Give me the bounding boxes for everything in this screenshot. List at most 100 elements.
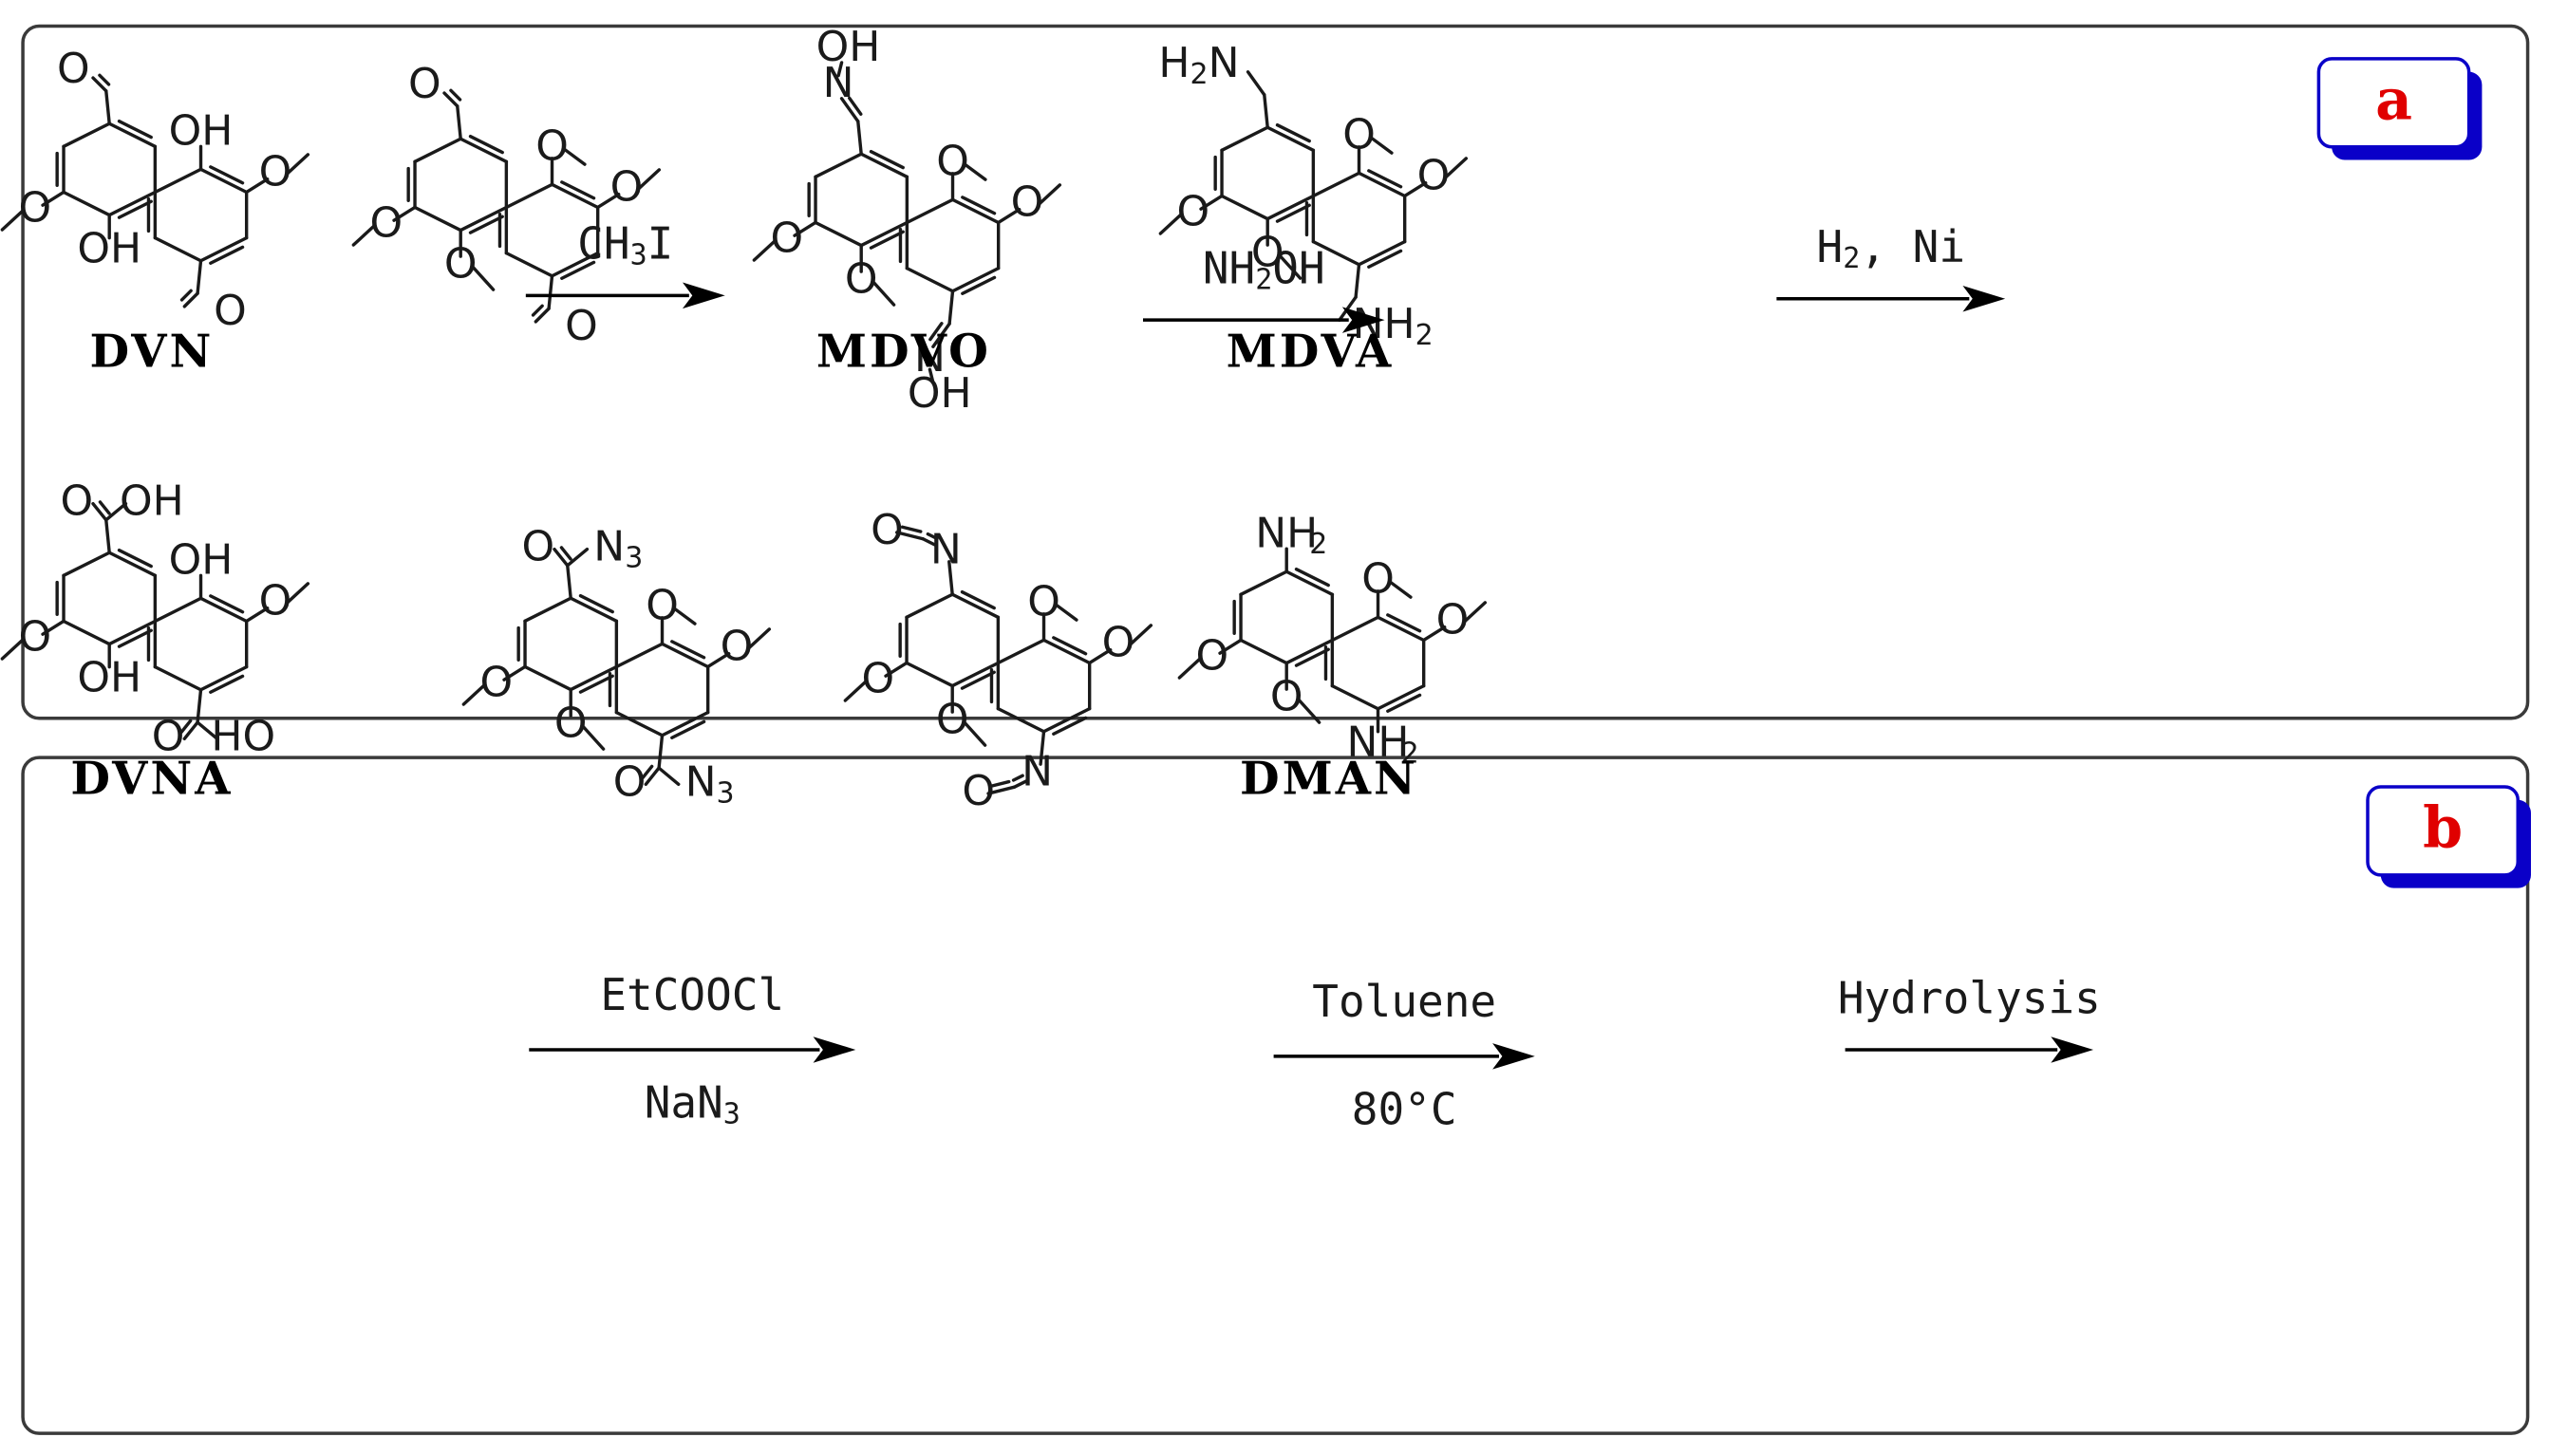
reagent-above-part: CH xyxy=(577,217,629,269)
compound-1-2-ring-b-bond xyxy=(1041,706,1092,734)
compound-1-2-b-bottom-nc-bond xyxy=(1012,778,1030,789)
compound-0-2-b-bottom-imine xyxy=(928,322,944,342)
compound-1-1-ring-b-bond xyxy=(670,719,706,739)
compound-0-2-a-top-imine xyxy=(848,96,863,116)
compound-1-3-b-right-methyl xyxy=(1462,601,1488,625)
compound-1-1-ring-a-bond xyxy=(578,674,614,694)
compound-0-1-ring-a-bond xyxy=(468,215,504,234)
compound-0-1-b-right-methyl xyxy=(636,168,662,192)
compound-1-1-a-top-bond xyxy=(566,564,572,600)
compound-1-1-a-left-bond xyxy=(502,664,527,681)
compound-0-2-a-top-imine xyxy=(839,97,860,123)
compound-0-3-b-top-methyl xyxy=(1368,135,1394,155)
compound-1-1-b-top-methyl xyxy=(671,606,697,625)
compound-0-0-b-bottom-bond xyxy=(196,259,203,295)
compound-0-1-a-bottom-atom: O xyxy=(444,239,478,288)
compound-1-2-ring-b-bond xyxy=(996,638,1046,665)
compound-1-3-ring-a-bond xyxy=(1239,638,1288,665)
compound-0-3-ring-a-bond xyxy=(1220,194,1269,221)
compound-1-0-a-top-atom: O xyxy=(60,477,93,526)
compound-name: DVNA xyxy=(70,753,233,806)
reaction-arrow: NH2OH xyxy=(1143,242,1385,333)
compound-0-0-b-bottom-carbonyl xyxy=(182,291,199,308)
compound-0-3-a-top-h: H xyxy=(1158,39,1190,87)
compound-0-3-a-top-n: N xyxy=(1209,39,1240,87)
compound-0-2-ring-a-bond xyxy=(869,230,905,250)
compound-0-1-ring-b-bond xyxy=(560,260,596,280)
reagent-above-part: Hydrolysis xyxy=(1838,972,2101,1023)
compound-name: MDVO xyxy=(816,326,991,379)
compound-1-0-ring-b-bond xyxy=(209,674,245,694)
reagent-above: Toluene xyxy=(1312,975,1496,1026)
compound-0-3-b-bottom-atom: NH2 xyxy=(1353,300,1434,352)
compound-0-1-b-top-atom: O xyxy=(535,122,569,171)
reagent-above-part: 2 xyxy=(1255,263,1272,296)
compound-1-3-b-right-bond xyxy=(1421,625,1447,643)
compound-0-1-a-top-carbonyl xyxy=(449,88,462,102)
compound-0-1-a-left-methyl xyxy=(351,223,377,247)
compound-0-3-a-top-ch2 xyxy=(1246,70,1266,97)
compound-0-2-b-bottom-hydroxyl: OH xyxy=(908,369,972,418)
compound-1-2-b-right-atom: O xyxy=(1102,619,1135,667)
compound-0-1-b-right-bond xyxy=(595,193,621,210)
compound-1-1-ring-a-bond xyxy=(523,596,572,624)
compound-1-1-ring-a-bond xyxy=(569,596,619,624)
compound-1-0-b-right-bond xyxy=(244,607,270,624)
compound-0-1-ring-a-bond xyxy=(413,137,462,164)
compound-0-2-a-top-hydroxyl: OH xyxy=(816,23,881,71)
compound-0-2-ring-a-bond xyxy=(869,149,905,170)
compound-1-3-a-top-subscript: 2 xyxy=(1309,528,1327,561)
compound-0-1-a-bottom-methyl xyxy=(470,264,496,291)
compound-0-0-a-left-methyl xyxy=(0,208,26,232)
compound-0-2-a-bottom-methyl xyxy=(871,279,896,307)
compound-0-1-a-top-carbonyl xyxy=(442,91,459,108)
panel-frame xyxy=(21,24,2530,720)
compound-1-2-ring-b-bond xyxy=(996,706,1046,734)
compound-0-1-ring-a-bond xyxy=(459,137,509,164)
compound-1-1-b-right-atom: O xyxy=(721,623,754,671)
compound-0-0-ring-b-bond xyxy=(153,167,203,195)
compound-name: DVN xyxy=(89,326,214,379)
compound-1-3-ring-a-bond xyxy=(1239,569,1288,597)
compound-1-1-b-right-bond xyxy=(705,652,731,669)
compound-0-2-b-right-atom: O xyxy=(1011,178,1044,227)
compound-1-1-b-bottom-atom: O xyxy=(613,757,647,806)
panel-a: aOOOHOHOODVNOOOOOONOHOOOONOHMDVOH2NOOOON… xyxy=(0,23,2530,720)
compound-1-3-a-left-methyl xyxy=(1177,656,1203,680)
compound-0-1-b-top-methyl xyxy=(561,146,587,166)
compound-1-3-ring-a-bond xyxy=(1284,569,1335,597)
reagent-below-part: 80°C xyxy=(1352,1083,1457,1134)
compound-0-3-ring-b-bond xyxy=(1357,171,1407,198)
compound-0-3-ring-b-bond xyxy=(1357,239,1407,267)
compound-1-2-ring-b-bond xyxy=(1052,716,1088,736)
compound-0-1-b-bottom-bond xyxy=(547,274,554,310)
compound-0-2-ring-b-bond xyxy=(950,197,1001,225)
compound-1-2-ring-a-bond xyxy=(905,661,954,688)
compound-1-2-ring-a-bond xyxy=(950,592,1001,620)
compound-0-2-a-top-no-bond xyxy=(836,61,844,78)
reagent-below: NaN3 xyxy=(645,1076,740,1130)
compound-1-2-b-bottom-co-bond xyxy=(986,785,1017,795)
compound-1-3-b-top-atom: O xyxy=(1361,555,1395,604)
compound-1-0-a-top-carbonyl xyxy=(91,501,108,522)
compound-0-1-ring-a-bond xyxy=(413,205,462,233)
compound-0-3-b-right-bond xyxy=(1402,181,1428,198)
compound-name: MDVA xyxy=(1227,326,1395,379)
compound-0-2-b-bottom-bond xyxy=(947,289,955,326)
compound-1-1-ring-a-bond xyxy=(569,664,619,692)
compound-1-1-a-bottom-atom: O xyxy=(554,699,588,747)
compound-0-2-ring-a-bond xyxy=(859,152,909,179)
compound-0-1-ring-b-bond xyxy=(504,251,554,278)
compound-1-1-b-bottom-n: N xyxy=(685,757,717,806)
compound-0-2-ring-a-bond xyxy=(814,220,863,248)
compound-1-2-a-top-nc-bond xyxy=(926,532,939,541)
compound-0-2-a-top-bond xyxy=(856,120,863,156)
compound-0-1-ring-b-bond xyxy=(550,251,600,278)
compound-1-3-a-left-atom: O xyxy=(1195,631,1228,680)
compound-1-0-ring-a-bond xyxy=(117,548,153,569)
compound-0-3-a-top-bond xyxy=(1263,93,1269,129)
